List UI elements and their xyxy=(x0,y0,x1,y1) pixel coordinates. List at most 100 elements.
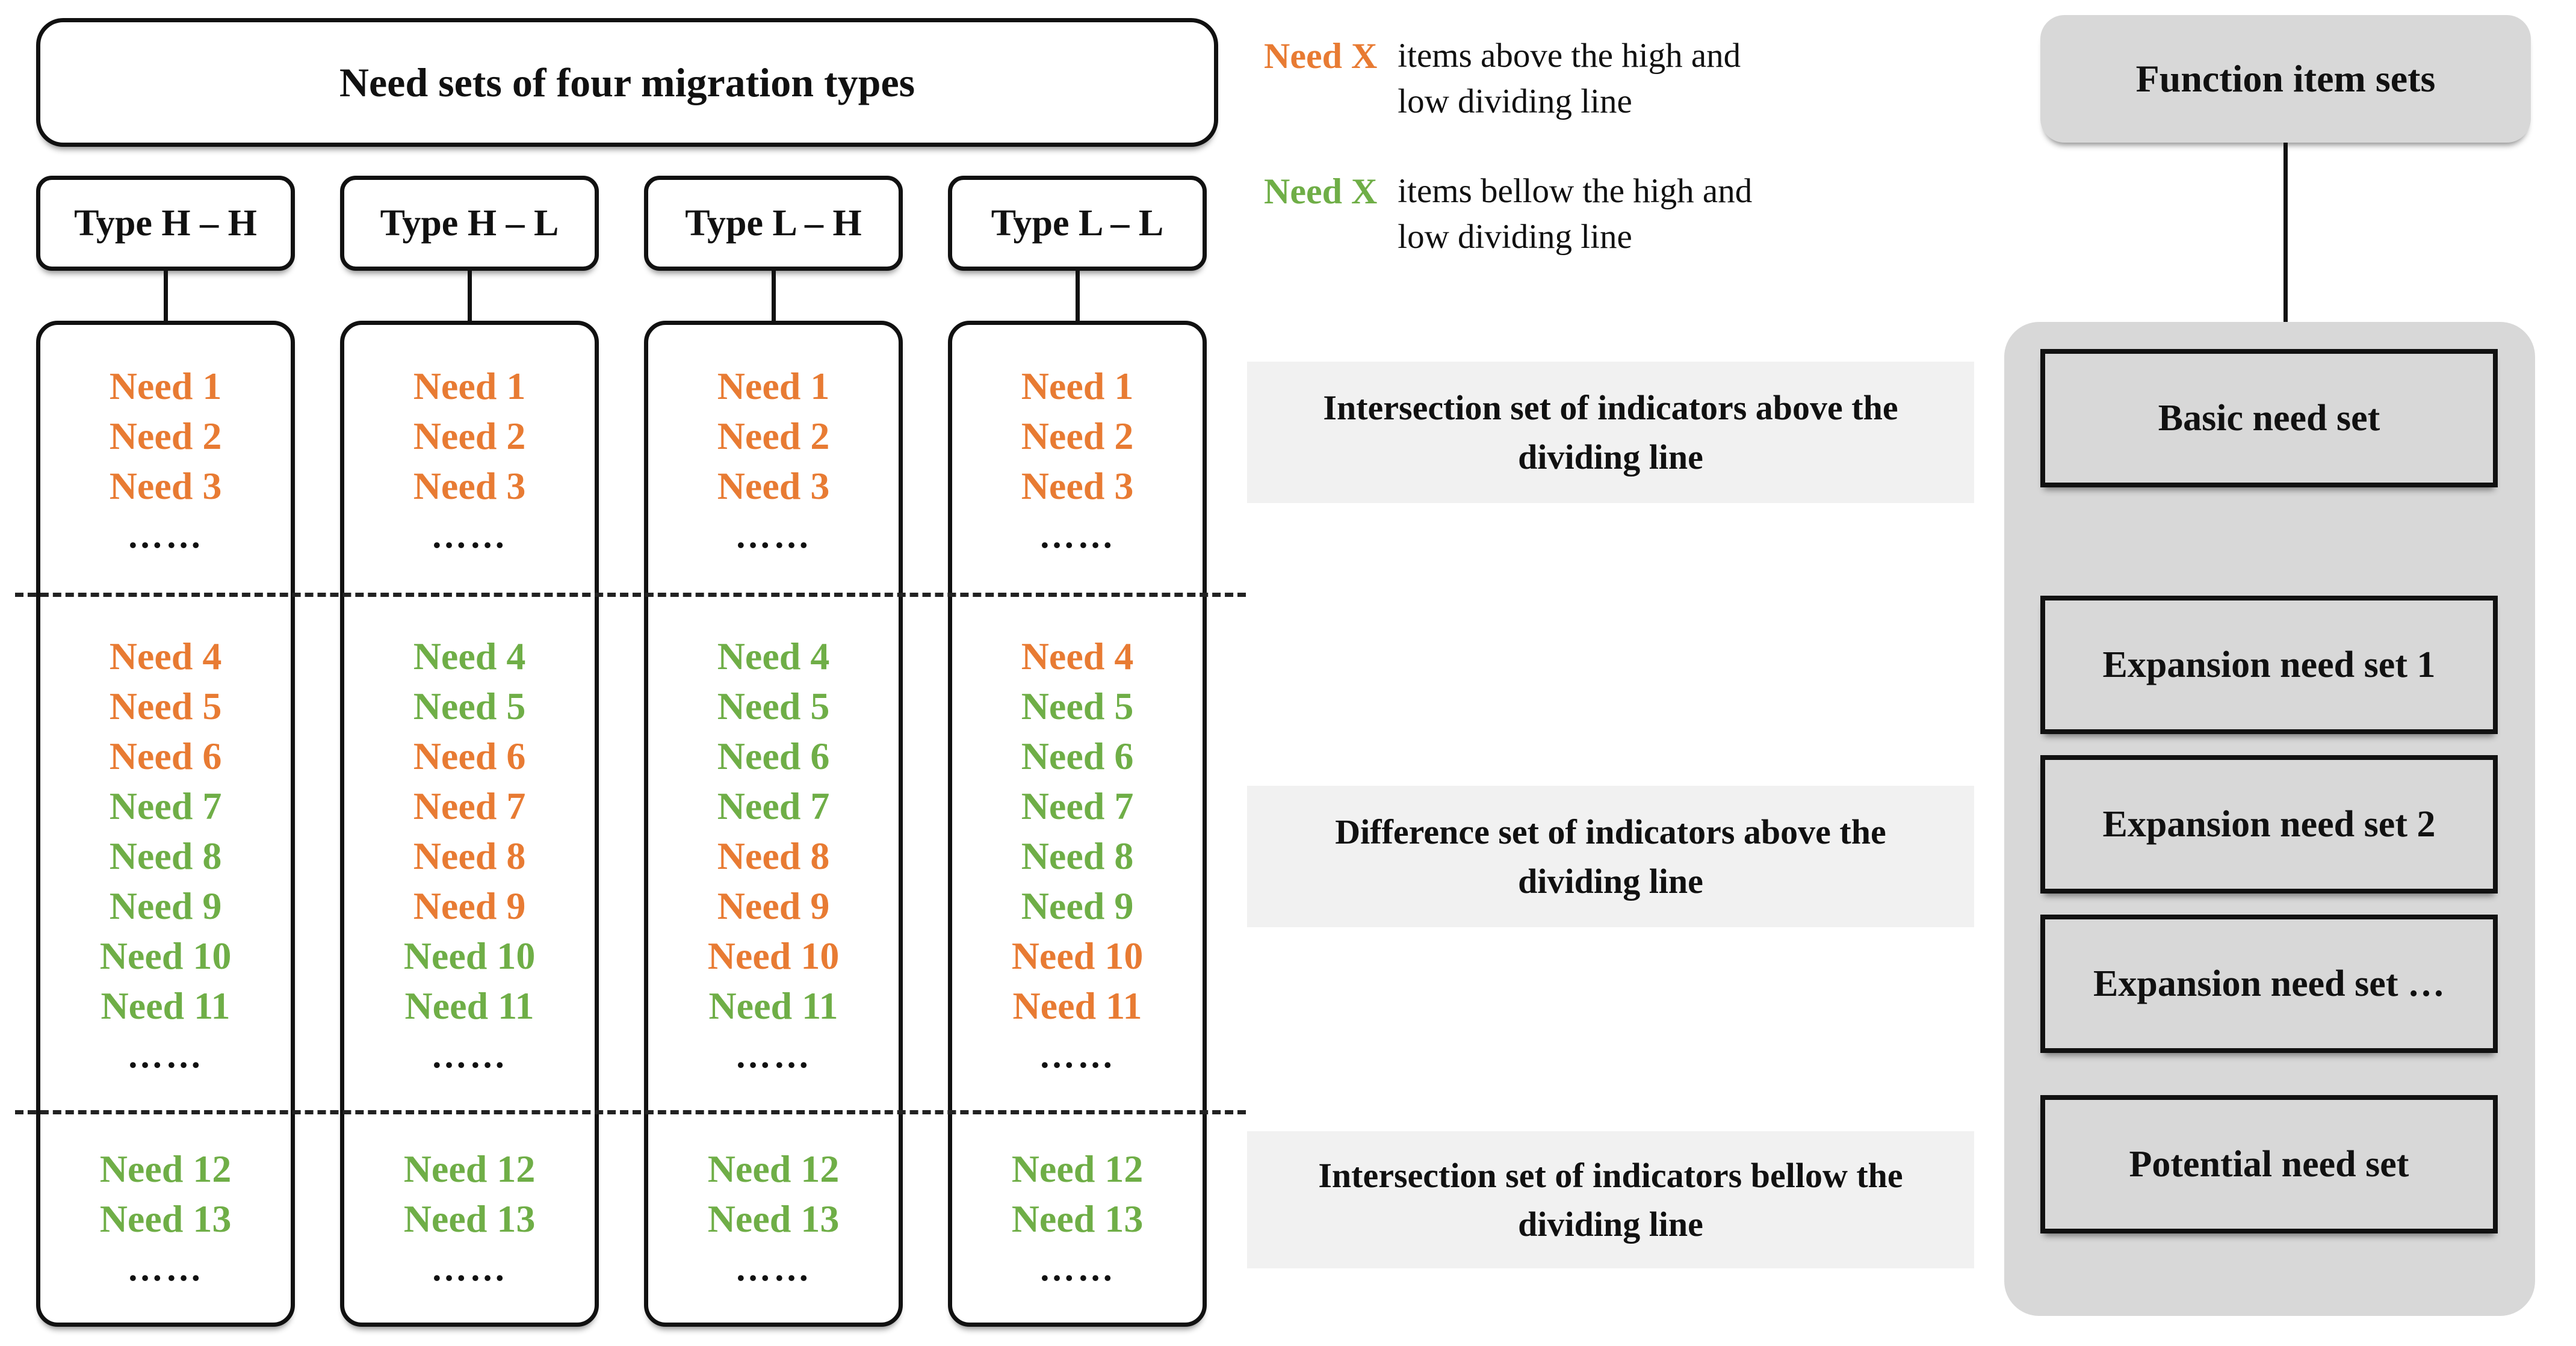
function-item-sets-title: Function item sets xyxy=(2135,57,2436,100)
need-item: Need 6 xyxy=(109,734,222,777)
need-item: Need 7 xyxy=(717,784,830,827)
need-item: Need 2 xyxy=(1021,415,1134,457)
need-item: Need 9 xyxy=(1021,884,1134,927)
label-intersection-above: Intersection set of indicators above the… xyxy=(1247,362,1974,503)
need-item: Need 1 xyxy=(717,365,830,407)
need-item: Need 13 xyxy=(1011,1197,1144,1240)
ellipsis: …… xyxy=(127,1035,204,1075)
need-item: Need 9 xyxy=(413,884,526,927)
ellipsis: …… xyxy=(735,1248,812,1288)
need-item: Need 4 xyxy=(413,634,526,678)
need-item: Need 4 xyxy=(1021,634,1134,678)
need-item: Need 3 xyxy=(1021,465,1134,507)
ellipsis: …… xyxy=(1039,1248,1116,1288)
need-item: Need 5 xyxy=(1021,684,1134,727)
ellipsis: …… xyxy=(127,1248,204,1288)
ellipsis: …… xyxy=(431,516,508,555)
function-set-box-4: Expansion need set … xyxy=(2040,915,2498,1053)
label-difference-above: Difference set of indicators above the d… xyxy=(1247,786,1974,927)
need-item: Need 13 xyxy=(403,1197,536,1240)
need-item: Need 11 xyxy=(404,984,534,1027)
function-set-box-1: Basic need set xyxy=(2040,349,2498,487)
dashed-divider-low xyxy=(15,1110,1246,1114)
ellipsis: …… xyxy=(431,1248,508,1288)
function-header-connector-line xyxy=(2283,143,2288,322)
type-connector-line-4 xyxy=(1076,271,1080,323)
need-item: Need 13 xyxy=(707,1197,840,1240)
legend-key: Need X xyxy=(1264,171,1378,211)
function-set-box-2: Expansion need set 1 xyxy=(2040,596,2498,734)
need-item: Need 4 xyxy=(717,634,830,678)
need-item: Need 11 xyxy=(101,984,231,1027)
need-item: Need 8 xyxy=(109,834,222,877)
type-box-3: Type L – H xyxy=(644,176,903,271)
need-item: Need 2 xyxy=(109,415,222,457)
need-item: Need 10 xyxy=(1011,934,1144,977)
need-item: Need 8 xyxy=(413,834,526,877)
need-item: Need 12 xyxy=(99,1147,232,1190)
type-box-2: Type H – L xyxy=(340,176,599,271)
need-item: Need 5 xyxy=(109,684,222,727)
need-item: Need 1 xyxy=(413,365,526,407)
ellipsis: …… xyxy=(735,1035,812,1075)
need-item: Need 6 xyxy=(413,734,526,777)
function-set-box-5: Potential need set xyxy=(2040,1095,2498,1233)
need-item: Need 3 xyxy=(109,465,222,507)
need-item: Need 7 xyxy=(413,784,526,827)
need-item: Need 10 xyxy=(707,934,840,977)
need-sets-title-box: Need sets of four migration types xyxy=(36,18,1218,147)
ellipsis: …… xyxy=(735,516,812,555)
need-item: Need 5 xyxy=(413,684,526,727)
need-item: Need 10 xyxy=(403,934,536,977)
function-item-sets-header: Function item sets xyxy=(2040,15,2531,143)
need-list-box-1: Need 1 Need 2 Need 3 …… Need 4 Need 5 Need 6 Ne… xyxy=(36,321,295,1327)
type-box-1: Type H – H xyxy=(36,176,295,271)
dashed-divider-high xyxy=(15,593,1246,597)
label-intersection-above-text: Intersection set of indicators above the… xyxy=(1323,388,1898,477)
need-sets-title: Need sets of four migration types xyxy=(339,59,915,105)
ellipsis: …… xyxy=(127,516,204,555)
ellipsis: …… xyxy=(1039,1035,1116,1075)
need-item: Need 5 xyxy=(717,684,830,727)
need-item: Need 1 xyxy=(109,365,222,407)
need-item: Need 4 xyxy=(109,634,222,678)
need-section-2: Need 4 Need 5 Need 6 Need 7 Need 8 Need 9 Need… xyxy=(344,597,595,1114)
label-difference-above-text: Difference set of indicators above the d… xyxy=(1335,812,1886,901)
need-item: Need 3 xyxy=(413,465,526,507)
type-connector-line-3 xyxy=(772,271,776,323)
type-connector-line-1 xyxy=(164,271,168,323)
label-intersection-below: Intersection set of indicators bellow th… xyxy=(1247,1131,1974,1268)
need-item: Need 8 xyxy=(717,834,830,877)
label-intersection-below-text: Intersection set of indicators bellow th… xyxy=(1318,1155,1903,1244)
need-item: Need 12 xyxy=(403,1147,536,1190)
need-item: Need 8 xyxy=(1021,834,1134,877)
need-item: Need 6 xyxy=(717,734,830,777)
need-item: Need 7 xyxy=(109,784,222,827)
need-section-1: Need 1 Need 2 Need 3 …… xyxy=(40,325,291,597)
need-item: Need 11 xyxy=(1012,984,1142,1027)
need-item: Need 11 xyxy=(708,984,838,1027)
need-section-3: Need 12 Need 13 …… xyxy=(344,1114,595,1323)
type-box-4: Type L – L xyxy=(948,176,1207,271)
ellipsis: …… xyxy=(1039,516,1116,555)
type-connector-line-2 xyxy=(468,271,472,323)
function-set-box-3: Expansion need set 2 xyxy=(2040,755,2498,894)
